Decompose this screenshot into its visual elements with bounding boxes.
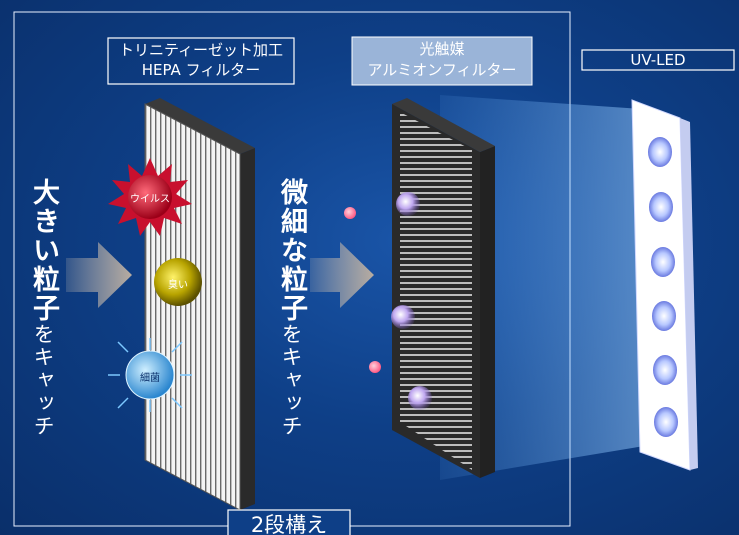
bacteria-particle [108,338,192,412]
uv-label: UV-LED [630,51,686,69]
odor-particle [154,258,202,306]
stages-label-box [227,509,351,535]
arrow-left [66,242,132,308]
uv-light-beam [440,95,680,480]
alumion-label-box [351,36,533,86]
led-1 [648,137,672,167]
alumion-label-line1: 光触媒 [419,40,465,58]
virus-particle [108,158,192,236]
bacteria-label: 細菌 [140,373,160,384]
large-particle-bold: 大きい粒子 [28,178,59,323]
uv-led-panel [631,99,698,471]
led-3 [651,247,675,277]
hepa-label: トリニティーゼット加工 HEPA フィルター [108,40,294,80]
violet-particle-1 [396,192,420,216]
fine-particle-text: 微細な粒子をキャッチ [272,178,311,478]
large-particle-rest: をキャッチ [31,323,55,438]
violet-particle-3 [408,386,432,410]
led-2 [649,192,673,222]
led-5 [653,355,677,385]
stages-label: 2段構え [250,513,328,535]
led-4 [652,301,676,331]
alumion-label-line2: アルミオンフィルター [367,61,517,79]
fine-particle-rest: をキャッチ [279,323,303,438]
alumion-filter [392,98,495,478]
violet-particle-2 [391,305,415,329]
virus-label: ウイルス [130,194,170,205]
hepa-label-line2: HEPA フィルター [141,61,261,79]
led-6 [654,407,678,437]
hepa-label-line1: トリニティーゼット加工 [118,41,284,59]
odor-label: 臭い [168,280,188,291]
alumion-label: 光触媒 アルミオンフィルター [352,39,532,81]
hepa-filter [144,98,255,511]
uv-label-box [581,49,735,71]
pink-particle-1 [344,207,356,219]
hepa-label-box [107,37,295,85]
fine-particle-bold: 微細な粒子 [276,178,307,323]
pink-particle-2 [369,361,381,373]
arrow-middle [310,242,374,308]
large-particle-text: 大きい粒子をキャッチ [24,178,63,478]
